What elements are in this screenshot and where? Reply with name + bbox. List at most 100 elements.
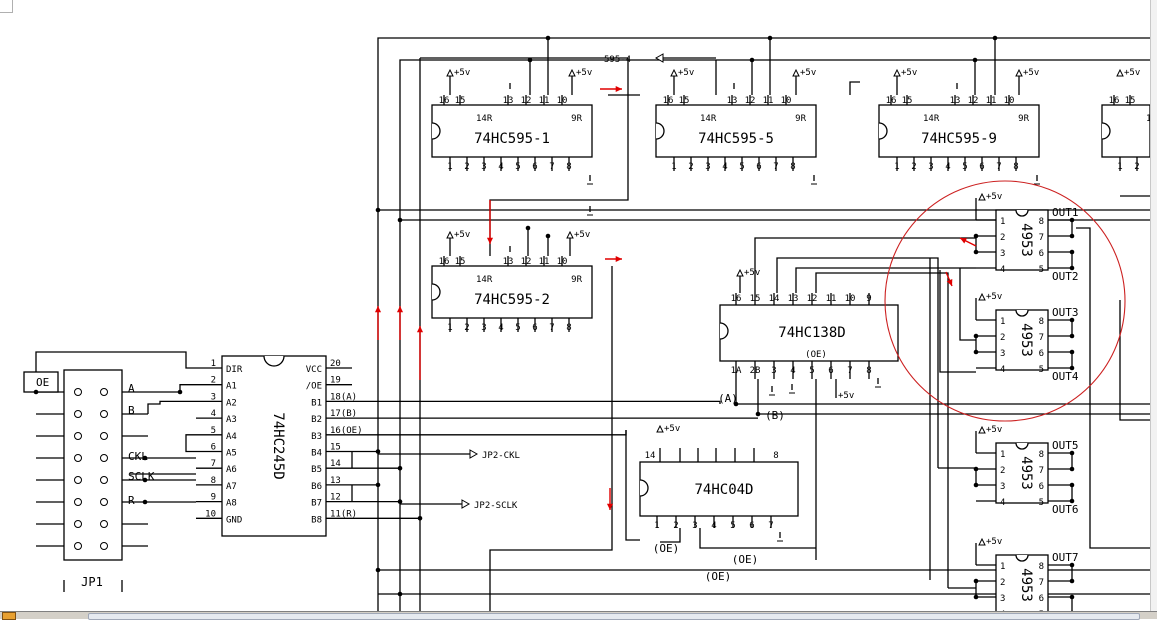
wire [1076, 227, 1150, 549]
signal-arrowhead [946, 279, 953, 286]
power-label: +5v [454, 68, 470, 78]
out-label: OUT7 [1052, 551, 1079, 564]
junction-dot [1069, 217, 1075, 223]
wire [660, 528, 681, 543]
power-symbol [568, 68, 576, 77]
app-icon [2, 612, 16, 620]
power-label: +5v [576, 68, 592, 78]
junction-dot [397, 591, 403, 597]
signal-arrowhead [615, 85, 622, 93]
vertical-scrollbar[interactable] [1150, 0, 1157, 611]
power-label: +5v [986, 425, 1002, 435]
horizontal-scrollbar[interactable] [88, 613, 1140, 620]
ic-74hc04 [639, 461, 799, 517]
ic-74hc595-cut-top-pin-num: 16 [1109, 96, 1120, 106]
ic-74hc04-title: 74HC04D [694, 482, 753, 498]
decode-wire [754, 237, 960, 293]
power-symbol [656, 424, 664, 433]
ic-74hc595-9-top-pin-num: 15 [902, 96, 913, 106]
net-a: A [128, 382, 135, 395]
ic-74hc595-2-top-pin-num: 15 [455, 257, 466, 267]
ic-4953-right-num: 7 [1039, 233, 1044, 243]
oe-box [23, 371, 59, 393]
jp1-pin [74, 388, 82, 396]
net-r: R [128, 494, 135, 507]
junction-dot [375, 449, 381, 454]
ic-4953-left-num: 4 [1000, 498, 1005, 508]
ic-74hc04-bottom-num: 4 [711, 521, 716, 531]
ic-4953-3 [995, 442, 1049, 504]
ic-74hc595-1-bottom-pin-num: 7 [549, 162, 554, 172]
ic-74hc595-1-bottom-pin-num: 3 [481, 162, 486, 172]
ic-74hc595-9 [878, 104, 1040, 158]
ic-4953-right-num: 8 [1039, 217, 1044, 227]
ic-74hc138-title: 74HC138D [778, 325, 845, 341]
ic-4953-left-num: 3 [1000, 249, 1005, 259]
ic-4953-left-num: 3 [1000, 482, 1005, 492]
ic-4953-2 [995, 309, 1049, 371]
junction-dot [375, 482, 381, 488]
net-ckl: CKL [128, 450, 148, 463]
ic-74hc04-bottom-num: 2 [673, 521, 678, 531]
ic-4953-right-num: 5 [1039, 365, 1044, 375]
ic-74hc595-1-bottom-pin-num: 5 [515, 162, 520, 172]
ic-74hc595-1-top-pin-num: 16 [439, 96, 450, 106]
ic-74hc595-9-bottom-pin-num: 4 [945, 162, 950, 172]
power-label: +5v [986, 537, 1002, 547]
ic-74hc245-right-name: B3 [311, 432, 322, 442]
ic-74hc595-2-bottom-pin-num: 4 [498, 323, 503, 333]
ic-74hc138-top-num: 9 [866, 294, 871, 304]
signal-arrowhead [606, 503, 614, 510]
ic-74hc595-9-top-pin-num: 16 [886, 96, 897, 106]
decode-wire [795, 267, 960, 293]
ic-74hc138-top-num: 12 [807, 294, 818, 304]
decode-wire [776, 257, 939, 468]
ic-74hc245-right-num: 13 [330, 476, 341, 486]
power-symbol [978, 425, 986, 434]
jp1-pin [100, 432, 108, 440]
junction-dot [545, 35, 551, 41]
ic-4953-right-num: 8 [1039, 317, 1044, 327]
junction-dot [142, 499, 148, 505]
ic-4953-right-num: 8 [1039, 562, 1044, 572]
junction-dot [1069, 333, 1075, 339]
power-label: +5v [454, 230, 470, 240]
ic-4953-left-num: 2 [1000, 466, 1005, 476]
ic-74hc04-bottom-num: 1 [654, 521, 659, 531]
ic-74hc138-top-num: 15 [750, 294, 761, 304]
ic-74hc595-9-bottom-pin-num: 8 [1013, 162, 1018, 172]
ic-74hc595-2-pin-left: 14R [476, 275, 493, 285]
ic-4953-title: 4953 [1018, 323, 1034, 357]
port-arrow [654, 53, 664, 63]
chip-notch [1101, 122, 1111, 140]
net-oe-04b: (OE) [732, 553, 759, 566]
ic-74hc245-left-name: A4 [226, 432, 237, 442]
junction-dot [375, 207, 381, 213]
ic-74hc04-bottom-num: 6 [749, 521, 754, 531]
chip-notch [655, 122, 665, 140]
ic-74hc245-right-num: 20 [330, 359, 341, 369]
ic-4953-title: 4953 [1018, 568, 1034, 602]
ic-74hc595-1-pin-right: 9R [571, 114, 582, 124]
power-symbol [1015, 68, 1023, 77]
ic-4953-right-num: 5 [1039, 498, 1044, 508]
junction-dot [973, 349, 979, 355]
wire [699, 528, 816, 549]
wire [148, 384, 196, 393]
power-symbol [978, 292, 986, 301]
ic-74hc245-right-num: 14 [330, 459, 341, 469]
signal-arrowhead [396, 306, 404, 313]
vcc-triangle [504, 73, 516, 83]
ic-74hc595-2-title: 74HC595-2 [474, 292, 550, 308]
junction-dot [525, 225, 531, 231]
ic-74hc245-right-num: 11(R) [330, 509, 357, 519]
net-sclk: SCLK [128, 470, 155, 483]
jp1-pin [74, 432, 82, 440]
junction-dot [973, 233, 979, 239]
ic-74hc245-right-name: B8 [311, 515, 322, 525]
junction-dot [733, 401, 739, 407]
jp1-pin [100, 520, 108, 528]
ic-74hc595-1-top-pin-num: 12 [521, 96, 532, 106]
bus-left-2 [399, 59, 1150, 612]
